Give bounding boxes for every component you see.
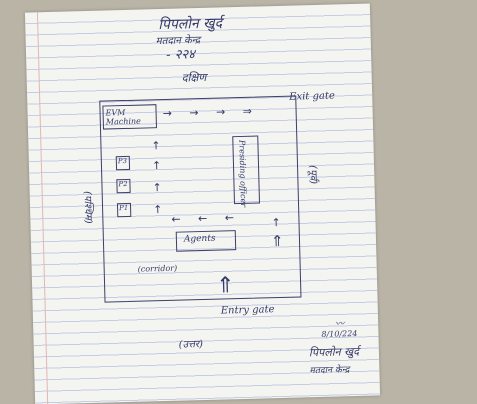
queue-up-arrow: ↑ xyxy=(152,181,162,195)
queue-up-arrow: ↑ xyxy=(151,159,162,173)
floor-plan: EVM Machine → → → ⇒ Presiding officer P3… xyxy=(99,95,302,303)
signature-line2: मतदान केन्द्र xyxy=(309,365,350,377)
exit-gate-label: Exit gate xyxy=(289,90,336,103)
header-title: पिपलोन खुर्द xyxy=(158,15,223,34)
queue-left-arrows: ← ← ← xyxy=(171,211,235,226)
direction-south: (उत्तर) xyxy=(178,339,204,351)
signature-line1: पिपलोन खुर्द xyxy=(308,344,360,360)
notebook-page: पिपलोन खुर्द मतदान केन्द्र - २२४ दक्षिण … xyxy=(24,3,381,404)
entry-up-arrow: ↑ xyxy=(271,215,281,230)
polling-officer-3: P3 xyxy=(115,155,131,171)
agents-label: Agents xyxy=(183,233,216,245)
queue-up-arrow: ↑ xyxy=(151,139,161,153)
entry-double-arrow: ⇑ xyxy=(270,231,284,251)
signature-scribble: 〰 xyxy=(335,319,345,330)
direction-east: (पूर्व) xyxy=(307,164,319,185)
presiding-officer-label: Presiding officer xyxy=(237,139,249,208)
evm-machine-box: EVM Machine xyxy=(102,104,157,130)
entry-gate-arrow: ⇑ xyxy=(215,273,235,299)
presiding-officer-box: Presiding officer xyxy=(232,135,261,208)
queue-up-arrow: ↑ xyxy=(152,203,163,217)
corridor-label: (corridor) xyxy=(137,263,178,274)
header-number: - २२४ xyxy=(165,47,196,63)
evm-flow-arrows: → → → ⇒ xyxy=(162,104,253,121)
entry-gate-label: Entry gate xyxy=(220,304,275,317)
polling-officer-2-label: P2 xyxy=(118,179,128,189)
evm-machine-label: EVM Machine xyxy=(105,107,141,127)
polling-officer-2: P2 xyxy=(116,178,131,194)
agents-box: Agents xyxy=(175,230,237,252)
direction-north: दक्षिण xyxy=(181,70,207,85)
polling-officer-1-label: P1 xyxy=(118,203,129,213)
signature-date: 8/10/224 xyxy=(321,328,358,339)
polling-officer-1: P1 xyxy=(116,202,132,218)
direction-west: (पश्चिम) xyxy=(81,190,94,224)
polling-officer-3-label: P3 xyxy=(117,156,128,166)
